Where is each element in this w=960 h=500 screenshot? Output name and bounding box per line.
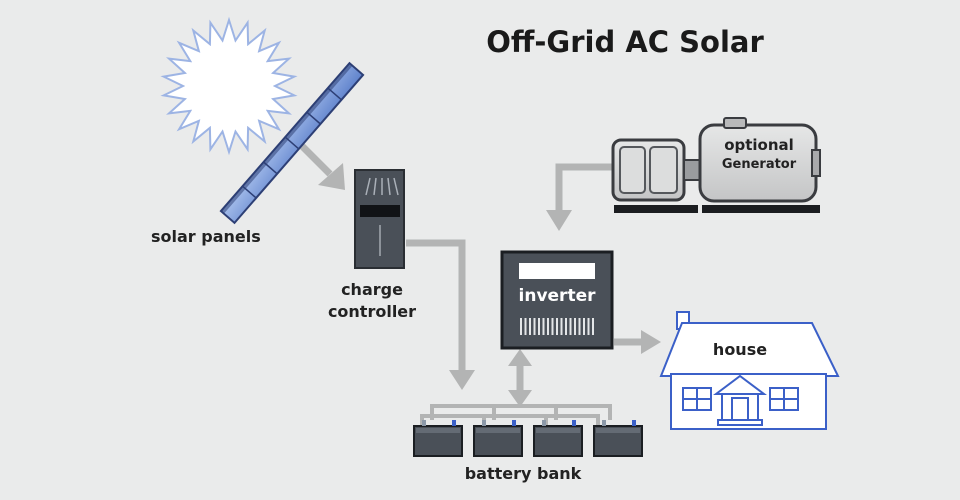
arrowhead-controller <box>318 163 345 190</box>
charge-controller-icon <box>354 169 405 269</box>
panel-to-controller-line <box>295 139 333 177</box>
battery-icon <box>473 420 523 457</box>
flow-arrowheads <box>318 163 661 407</box>
generator-to-inverter-line <box>555 163 612 212</box>
solar-panel-icon <box>219 61 365 225</box>
battery-icon <box>413 420 463 457</box>
arrowhead-battery <box>449 370 475 390</box>
battery-icon <box>533 420 583 457</box>
inverter-label: inverter <box>519 286 597 306</box>
arrowhead-up-inverter <box>508 349 532 366</box>
generator-icon <box>611 117 821 213</box>
house-icon <box>659 311 840 430</box>
battery-icon <box>593 420 643 457</box>
generator-label-line2: Generator <box>722 157 797 172</box>
house-label: house <box>713 340 767 359</box>
inverter-icon <box>500 250 614 350</box>
generator-label-line1: optional <box>724 136 794 154</box>
diagram-title: Off-Grid AC Solar <box>486 25 764 59</box>
charge-controller-label-line2: controller <box>328 302 416 321</box>
controller-to-battery-line <box>406 239 466 370</box>
flow-connectors <box>295 139 643 392</box>
arrowhead-inverter <box>546 210 572 231</box>
battery-bank <box>413 420 643 457</box>
charge-controller-label-line1: charge <box>341 280 403 299</box>
solar-panels-label: solar panels <box>151 227 261 246</box>
arrowhead-house <box>641 330 661 354</box>
sun-icon <box>160 16 298 156</box>
battery-bank-label: battery bank <box>465 464 582 483</box>
arrowhead-down-battery <box>508 390 532 407</box>
